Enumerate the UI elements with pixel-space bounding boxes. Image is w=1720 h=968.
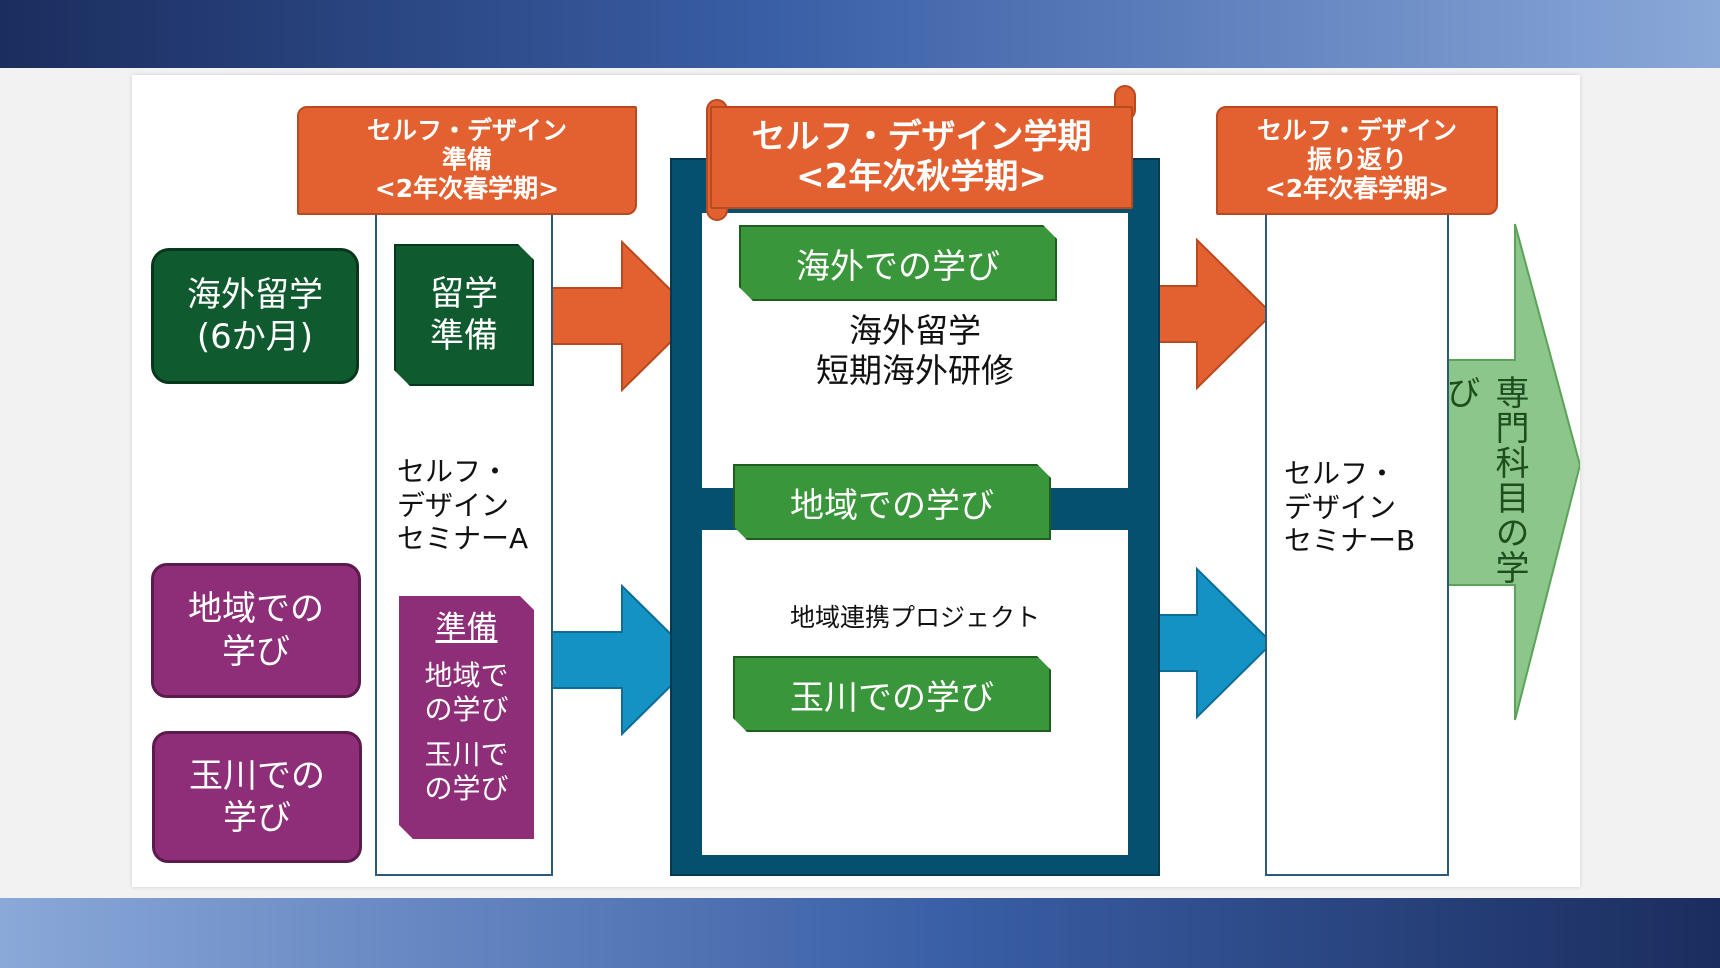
prep-header-line3: <2年次春学期>	[374, 173, 560, 203]
prep-box-item2: 玉川で の学び	[399, 738, 534, 805]
prep-box-item2-line2: の学び	[424, 771, 509, 805]
abroad-box: 海外留学 (6か月)	[151, 248, 359, 384]
tamagawa-label: 玉川での学び	[733, 656, 1051, 732]
seminar-b-label: セルフ・ デザイン セミナーB	[1284, 457, 1454, 558]
overseas-text-line2: 短期海外研修	[816, 350, 1014, 390]
tamagawa-box-line1: 玉川での	[189, 755, 325, 796]
main-header: セルフ・デザイン学期 <2年次秋学期>	[710, 106, 1133, 209]
prep-box-item1: 地域で の学び	[399, 659, 534, 726]
region-box: 地域での 学び	[151, 563, 361, 698]
main-header-line2: <2年次秋学期>	[796, 156, 1047, 197]
seminar-a-line2: デザイン	[397, 488, 510, 522]
main-header-line1: セルフ・デザイン学期	[751, 117, 1092, 158]
review-header-line3: <2年次春学期>	[1264, 173, 1450, 203]
prep-box-item1-line1: 地域で	[424, 659, 509, 693]
prep-box-item1-line2: の学び	[424, 692, 509, 726]
prep-header-line2: 準備	[441, 145, 492, 175]
final-arrow	[1447, 223, 1580, 721]
region-box-line2: 学び	[222, 631, 290, 672]
prep-box-title: 準備	[435, 610, 498, 646]
bottom-band	[0, 898, 1720, 968]
top-band	[0, 0, 1720, 68]
prep-header-line1: セルフ・デザイン	[366, 116, 567, 146]
study-abroad-prep-line1: 留学	[430, 273, 498, 314]
seminar-a-line1: セルフ・	[397, 455, 510, 488]
overseas-label: 海外での学び	[739, 225, 1057, 301]
abroad-box-line2: (6か月)	[196, 317, 314, 357]
tamagawa-box: 玉川での 学び	[152, 731, 362, 863]
region-project-text: 地域連携プロジェクト	[789, 603, 1040, 632]
seminar-a-line3: セミナーA	[397, 522, 529, 556]
final-arrow-label: 専門科目の学び	[1440, 375, 1529, 595]
seminar-b-line1: セルフ・	[1284, 457, 1397, 490]
overseas-text: 海外留学 短期海外研修	[702, 311, 1128, 390]
study-abroad-prep-box: 留学 準備	[394, 244, 534, 386]
review-column	[1265, 205, 1449, 876]
prep-box-item2-line1: 玉川で	[424, 738, 509, 772]
review-header-line1: セルフ・デザイン	[1256, 116, 1457, 146]
prep-box: 準備 地域で の学び 玉川で の学び	[399, 596, 534, 839]
overseas-text-line1: 海外留学	[849, 311, 981, 350]
seminar-b-line2: デザイン	[1284, 490, 1397, 524]
slide: セルフ・デザイン 準備 <2年次春学期> セルフ・デザイン学期 <2年次秋学期>…	[132, 75, 1580, 887]
review-header-line2: 振り返り	[1306, 145, 1407, 175]
prep-header: セルフ・デザイン 準備 <2年次春学期>	[297, 106, 637, 215]
region-box-line1: 地域での	[188, 589, 324, 629]
review-header: セルフ・デザイン 振り返り <2年次春学期>	[1216, 106, 1498, 215]
tamagawa-box-line2: 学び	[223, 798, 291, 838]
abroad-box-line1: 海外留学	[187, 274, 323, 315]
seminar-b-line3: セミナーB	[1284, 524, 1416, 558]
study-abroad-prep-line2: 準備	[430, 316, 498, 356]
seminar-a-label: セルフ・ デザイン セミナーA	[397, 455, 557, 556]
region-label: 地域での学び	[733, 464, 1051, 540]
